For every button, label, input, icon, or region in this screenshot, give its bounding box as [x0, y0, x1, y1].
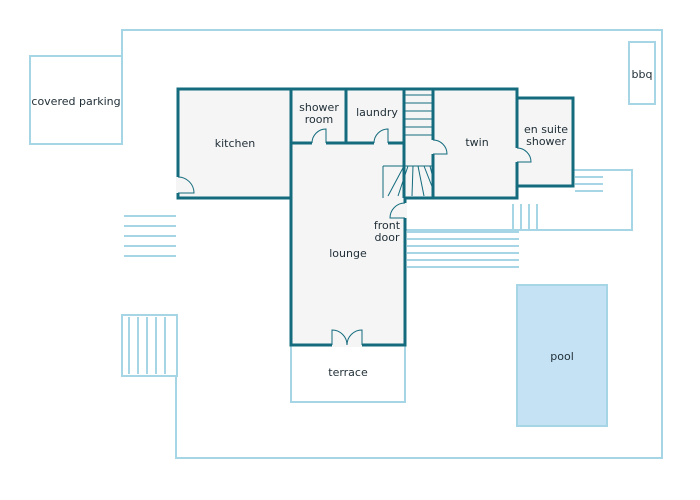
en-suite-steps: [575, 176, 603, 192]
stairs: [382, 94, 434, 198]
en-suite-label-line2: shower: [526, 135, 566, 148]
terrace-area: [290, 345, 406, 403]
pool: [516, 284, 608, 427]
laundry-door: [373, 128, 389, 144]
bbq-area: [628, 41, 656, 105]
terrace-door-right: [346, 329, 363, 346]
shower-room-label-line1: shower: [299, 101, 339, 114]
front-door-label-line1: front: [374, 219, 401, 232]
kitchen-door: [177, 176, 195, 194]
laundry-label: laundry: [356, 106, 398, 119]
en-suite-label-line1: en suite: [524, 123, 568, 136]
en-suite-door: [516, 147, 532, 163]
building-floor: [178, 89, 573, 345]
twin-door: [432, 139, 448, 155]
lounge-label: lounge: [329, 247, 367, 260]
room-labels: covered parking bbq kitchen shower room …: [31, 68, 652, 379]
shower-room-label-line2: room: [305, 113, 333, 126]
south-west-steps: [128, 317, 166, 374]
twin-label: twin: [465, 136, 488, 149]
doors: [176, 128, 532, 347]
steps: [124, 176, 603, 374]
pool-label: pool: [550, 350, 574, 363]
side-deck: [121, 314, 178, 377]
covered-parking-area: [29, 55, 123, 145]
entrance-steps: [407, 231, 519, 268]
shower-room-door: [311, 128, 327, 144]
front-door-label-line2: door: [375, 231, 400, 244]
covered-parking-label: covered parking: [31, 95, 120, 108]
deck-steps: [512, 204, 538, 229]
bbq-label: bbq: [632, 68, 653, 81]
west-steps: [124, 215, 176, 257]
kitchen-label: kitchen: [215, 137, 256, 150]
front-door: [389, 202, 406, 219]
terrace-label: terrace: [328, 366, 368, 379]
